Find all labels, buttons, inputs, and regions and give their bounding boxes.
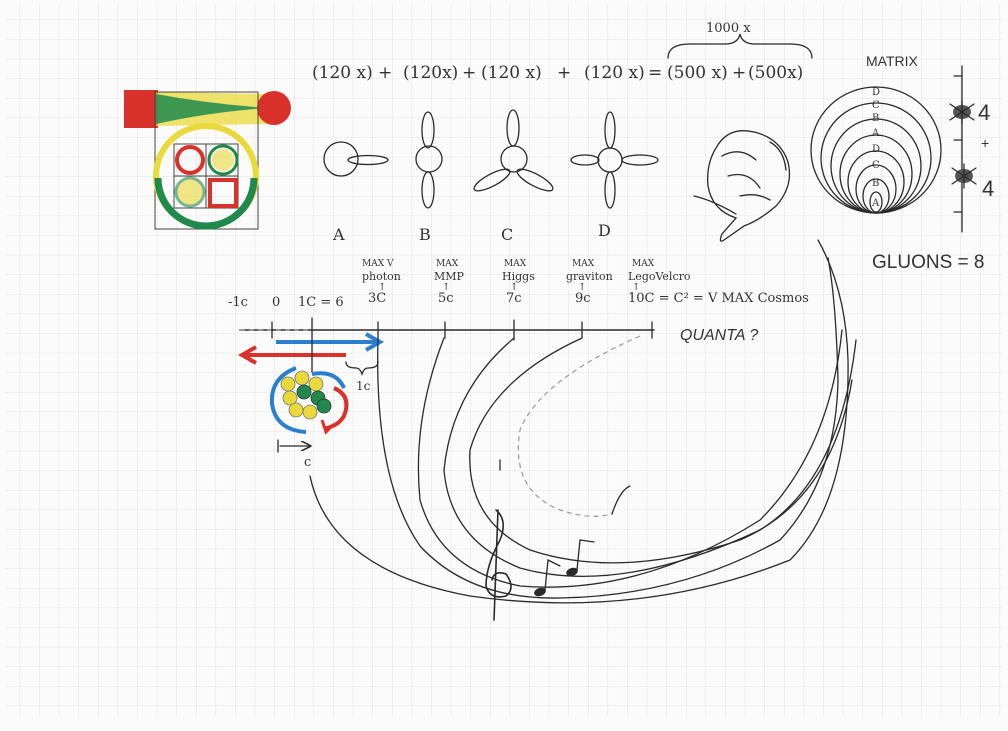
tick-name: photon <box>362 270 401 283</box>
shape-label-c: C <box>501 225 513 244</box>
tick-arrow: ↑ <box>378 282 386 293</box>
equation-term-10: + <box>732 63 746 83</box>
brace-label: 1c <box>356 379 371 393</box>
tick-mmp: MAX MMP 5c <box>434 259 465 306</box>
equation-term-2: + <box>378 63 392 83</box>
music-notes <box>485 509 595 621</box>
particle-cluster <box>269 366 349 435</box>
insect-icon <box>951 163 977 189</box>
equation-term-9: (500 x) <box>667 63 728 83</box>
matrix-layer-8: A <box>871 198 880 209</box>
c-scale: -1c 0 1C = 6 MAX V photon 3C MAX MMP 5c … <box>228 259 809 344</box>
c-arrow-label: c <box>304 455 311 470</box>
matrix-layer-3: B <box>872 113 879 124</box>
tick-value: 7c <box>506 291 522 306</box>
equation-term-1: (120 x) <box>312 63 373 83</box>
equation-term-6: + <box>557 63 571 83</box>
equation-bracket-label: 1000 x <box>706 21 751 36</box>
scale-label-0: 0 <box>272 295 280 310</box>
tick-name: LegoVelcro <box>628 270 691 283</box>
shape-c <box>473 109 554 192</box>
gluon-top-count: 4 <box>978 100 990 125</box>
gluon-bottom-count: 4 <box>982 176 994 201</box>
shape-a <box>323 141 389 177</box>
cat-sketch <box>693 130 791 242</box>
matrix-layer-5: D <box>872 144 880 155</box>
insect-icon <box>949 99 975 125</box>
c-arrow: c <box>277 439 311 470</box>
matrix-layer-6: C <box>872 160 880 171</box>
equation-brace <box>667 33 813 59</box>
motion-arrows: 1c <box>237 332 385 393</box>
tick-name: MMP <box>434 270 465 283</box>
tick-arrow: ↑ <box>578 282 586 293</box>
tick-top: MAX V <box>362 259 394 269</box>
tick-value: 9c <box>575 291 591 306</box>
converging-curves <box>309 239 857 604</box>
equation-term-5: (120 x) <box>481 63 542 83</box>
equation-term-4: + <box>462 63 476 83</box>
particle-shapes: A B C D <box>323 109 659 244</box>
gluon-plus: + <box>981 135 989 151</box>
tick-higgs: MAX Higgs 7c <box>502 259 535 306</box>
tick-name: graviton <box>566 270 613 283</box>
matrix-diagram: MATRIX D C B A D C B A <box>810 53 942 214</box>
matrix-layer-2: C <box>872 100 880 111</box>
matrix-layer-7: B <box>872 178 879 189</box>
equation-term-8: = <box>648 63 662 83</box>
matrix-layer-4: A <box>871 128 880 139</box>
music-note-icon <box>566 539 595 577</box>
gluons-label: GLUONS = 8 <box>872 252 984 273</box>
scale-label-minus-1c: -1c <box>228 295 248 310</box>
tick-photon: MAX V photon 3C <box>362 259 401 306</box>
shape-label-a: A <box>332 225 345 244</box>
tick-arrow: ↑ <box>632 282 640 293</box>
shape-label-b: B <box>419 225 431 244</box>
tick-top: MAX <box>436 259 459 269</box>
tick-name: Higgs <box>502 270 535 283</box>
equation-term-7: (120 x) <box>584 63 645 83</box>
tick-top: MAX <box>632 259 655 269</box>
matrix-side-scale: 4 + 4 GLUONS = 8 <box>872 65 994 273</box>
matrix-title: MATRIX <box>866 53 919 69</box>
shape-b <box>415 111 443 209</box>
colored-emblem <box>124 90 291 230</box>
tick-arrow: ↑ <box>510 282 518 293</box>
tick-value: 5c <box>438 291 454 306</box>
tick-arrow: ↑ <box>442 282 450 293</box>
tick-top: MAX <box>504 259 527 269</box>
shape-d <box>570 111 659 209</box>
quanta-label: QUANTA ? <box>680 327 758 344</box>
equation: (120 x) + (120x) + (120 x) + (120 x) = (… <box>312 21 813 83</box>
tick-value: 10C = C² = V MAX Cosmos <box>628 291 809 306</box>
tick-legovelcro: MAX LegoVelcro 10C = C² = V MAX Cosmos <box>628 259 809 306</box>
equation-term-3: (120x) <box>403 63 458 83</box>
tick-value: 3C <box>368 291 386 306</box>
matrix-layer-1: D <box>872 87 880 98</box>
tick-top: MAX <box>572 259 595 269</box>
music-note-icon <box>534 558 561 597</box>
treble-clef-icon <box>485 509 512 621</box>
shape-label-d: D <box>598 221 611 240</box>
equation-term-11: (500x) <box>748 63 803 83</box>
scale-label-1c: 1C = 6 <box>298 295 344 310</box>
tick-graviton: MAX graviton 9c <box>566 259 613 306</box>
